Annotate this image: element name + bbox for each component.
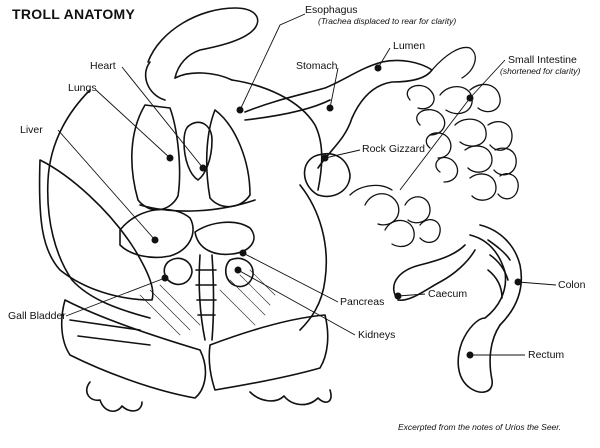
left-hand xyxy=(85,381,143,413)
label-caecum: Caecum xyxy=(428,288,468,300)
right-lung xyxy=(205,109,251,208)
label-liver: Liver xyxy=(20,124,43,136)
note-esophagus: (Trachea displaced to rear for clarity) xyxy=(318,16,457,26)
leader-liver xyxy=(57,129,156,241)
leader-gall-bladder xyxy=(65,277,166,317)
source-credit: Excerpted from the notes of Urios the Se… xyxy=(398,422,562,432)
label-kidneys: Kidneys xyxy=(358,329,396,341)
dot-small-intestine xyxy=(466,94,474,102)
caecum xyxy=(393,244,466,296)
leader-colon xyxy=(517,281,557,286)
leader-lumen xyxy=(377,47,391,69)
leader-stomach xyxy=(329,67,339,109)
left-skin-flap xyxy=(38,159,154,301)
heart xyxy=(183,121,213,181)
label-small-intestine: Small Intestine xyxy=(508,54,577,66)
troll-head xyxy=(147,7,259,79)
pancreas xyxy=(194,221,255,256)
leader-heart xyxy=(121,66,204,169)
label-lungs: Lungs xyxy=(68,82,97,94)
rock-gizzard xyxy=(303,153,351,197)
liver xyxy=(119,208,194,259)
label-esophagus: Esophagus xyxy=(305,4,358,16)
colon xyxy=(479,224,523,326)
diagram-title: TROLL ANATOMY xyxy=(12,6,136,22)
dot-heart xyxy=(199,164,207,172)
troll-neck xyxy=(144,61,233,101)
rectum xyxy=(457,317,501,393)
label-rock-gizzard: Rock Gizzard xyxy=(362,143,426,155)
dot-lumen xyxy=(374,64,382,72)
dot-gall-bladder xyxy=(161,274,169,282)
dot-rock-gizzard xyxy=(321,154,329,162)
dot-esophagus xyxy=(236,106,244,114)
kidney-right xyxy=(224,257,254,288)
body-outline xyxy=(46,89,151,319)
leader-caecum xyxy=(397,293,426,297)
label-heart: Heart xyxy=(90,60,116,72)
label-pancreas: Pancreas xyxy=(340,296,385,308)
leader-kidneys xyxy=(237,269,356,336)
label-colon: Colon xyxy=(558,279,586,291)
dot-pancreas xyxy=(239,249,247,257)
dot-lungs xyxy=(166,154,174,162)
note-small-intestine: (shortened for clarity) xyxy=(500,66,581,76)
bottom-right-flap xyxy=(208,314,329,391)
dot-colon xyxy=(514,278,522,286)
label-stomach: Stomach xyxy=(296,60,338,72)
bottom-left-flap xyxy=(60,299,207,399)
leader-esophagus xyxy=(239,13,306,111)
label-lumen: Lumen xyxy=(393,40,426,52)
diaphragm xyxy=(139,199,256,212)
leader-pancreas xyxy=(242,252,339,303)
label-rectum: Rectum xyxy=(528,349,565,361)
kidney-left xyxy=(163,257,193,286)
leader-lungs xyxy=(95,89,171,159)
right-foot xyxy=(249,389,332,406)
label-gall-bladder: Gall Bladder xyxy=(8,310,66,322)
dot-rectum xyxy=(466,351,474,359)
dot-liver xyxy=(151,236,159,244)
leader-rock-gizzard xyxy=(324,149,361,159)
dot-stomach xyxy=(326,104,334,112)
dot-caecum xyxy=(394,292,402,300)
dot-kidneys xyxy=(234,266,242,274)
spine xyxy=(198,254,215,341)
